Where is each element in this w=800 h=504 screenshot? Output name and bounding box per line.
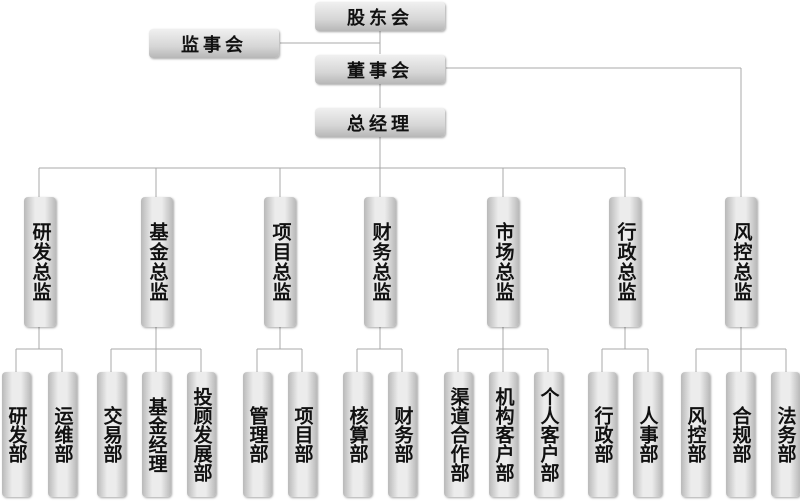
director-market-box: 市场总监 xyxy=(487,197,519,327)
dept-project-label: 项目部 xyxy=(291,406,314,463)
gm-box: 总经理 xyxy=(315,108,445,137)
dept-fund-manager-box: 基金经理 xyxy=(142,372,171,497)
dept-management-label: 管理部 xyxy=(246,406,269,463)
dept-channel-box: 渠道合作部 xyxy=(444,372,473,497)
dept-trading-box: 交易部 xyxy=(97,372,126,497)
shareholders-label: 股东会 xyxy=(347,7,413,29)
dept-finance-label: 财务部 xyxy=(391,406,414,463)
dept-legal-box: 法务部 xyxy=(771,372,800,497)
director-risk-label: 风控总监 xyxy=(730,222,753,302)
board-label: 董事会 xyxy=(347,60,413,82)
board-box: 董事会 xyxy=(315,55,445,84)
director-admin-label: 行政总监 xyxy=(614,222,637,302)
dept-retail-label: 个人客户部 xyxy=(537,387,560,482)
dept-retail-box: 个人客户部 xyxy=(534,372,563,497)
supervisors-label: 监事会 xyxy=(181,34,247,56)
director-rd-label: 研发总监 xyxy=(29,222,52,302)
director-fund-label: 基金总监 xyxy=(146,222,169,302)
dept-admin-label: 行政部 xyxy=(591,406,614,463)
dept-advisory-label: 投顾发展部 xyxy=(190,387,213,482)
dept-rd-label: 研发部 xyxy=(5,406,28,463)
director-market-label: 市场总监 xyxy=(492,222,515,302)
dept-channel-label: 渠道合作部 xyxy=(447,387,470,482)
dept-compliance-box: 合规部 xyxy=(726,372,755,497)
supervisors-box: 监事会 xyxy=(149,29,279,58)
dept-project-box: 项目部 xyxy=(288,372,317,497)
director-risk-box: 风控总监 xyxy=(725,197,757,327)
dept-finance-box: 财务部 xyxy=(388,372,417,497)
gm-label: 总经理 xyxy=(347,113,413,135)
dept-legal-label: 法务部 xyxy=(774,406,797,463)
dept-accounting-box: 核算部 xyxy=(343,372,372,497)
dept-management-box: 管理部 xyxy=(243,372,272,497)
director-fund-box: 基金总监 xyxy=(141,197,173,327)
shareholders-box: 股东会 xyxy=(315,2,445,31)
dept-institutional-box: 机构客户部 xyxy=(489,372,518,497)
dept-risk-box: 风控部 xyxy=(681,372,710,497)
dept-ops-label: 运维部 xyxy=(51,406,74,463)
dept-accounting-label: 核算部 xyxy=(346,406,369,463)
dept-advisory-box: 投顾发展部 xyxy=(187,372,216,497)
dept-compliance-label: 合规部 xyxy=(729,406,752,463)
director-project-box: 项目总监 xyxy=(264,197,296,327)
dept-ops-box: 运维部 xyxy=(48,372,77,497)
dept-hr-label: 人事部 xyxy=(636,406,659,463)
dept-fund-manager-label: 基金经理 xyxy=(145,396,168,473)
director-admin-box: 行政总监 xyxy=(609,197,641,327)
director-finance-label: 财务总监 xyxy=(369,222,392,302)
director-project-label: 项目总监 xyxy=(269,222,292,302)
dept-rd-box: 研发部 xyxy=(2,372,31,497)
dept-trading-label: 交易部 xyxy=(100,406,123,463)
director-rd-box: 研发总监 xyxy=(24,197,56,327)
dept-institutional-label: 机构客户部 xyxy=(492,387,515,482)
dept-admin-box: 行政部 xyxy=(588,372,617,497)
dept-hr-box: 人事部 xyxy=(633,372,662,497)
dept-risk-label: 风控部 xyxy=(684,406,707,463)
director-finance-box: 财务总监 xyxy=(364,197,396,327)
